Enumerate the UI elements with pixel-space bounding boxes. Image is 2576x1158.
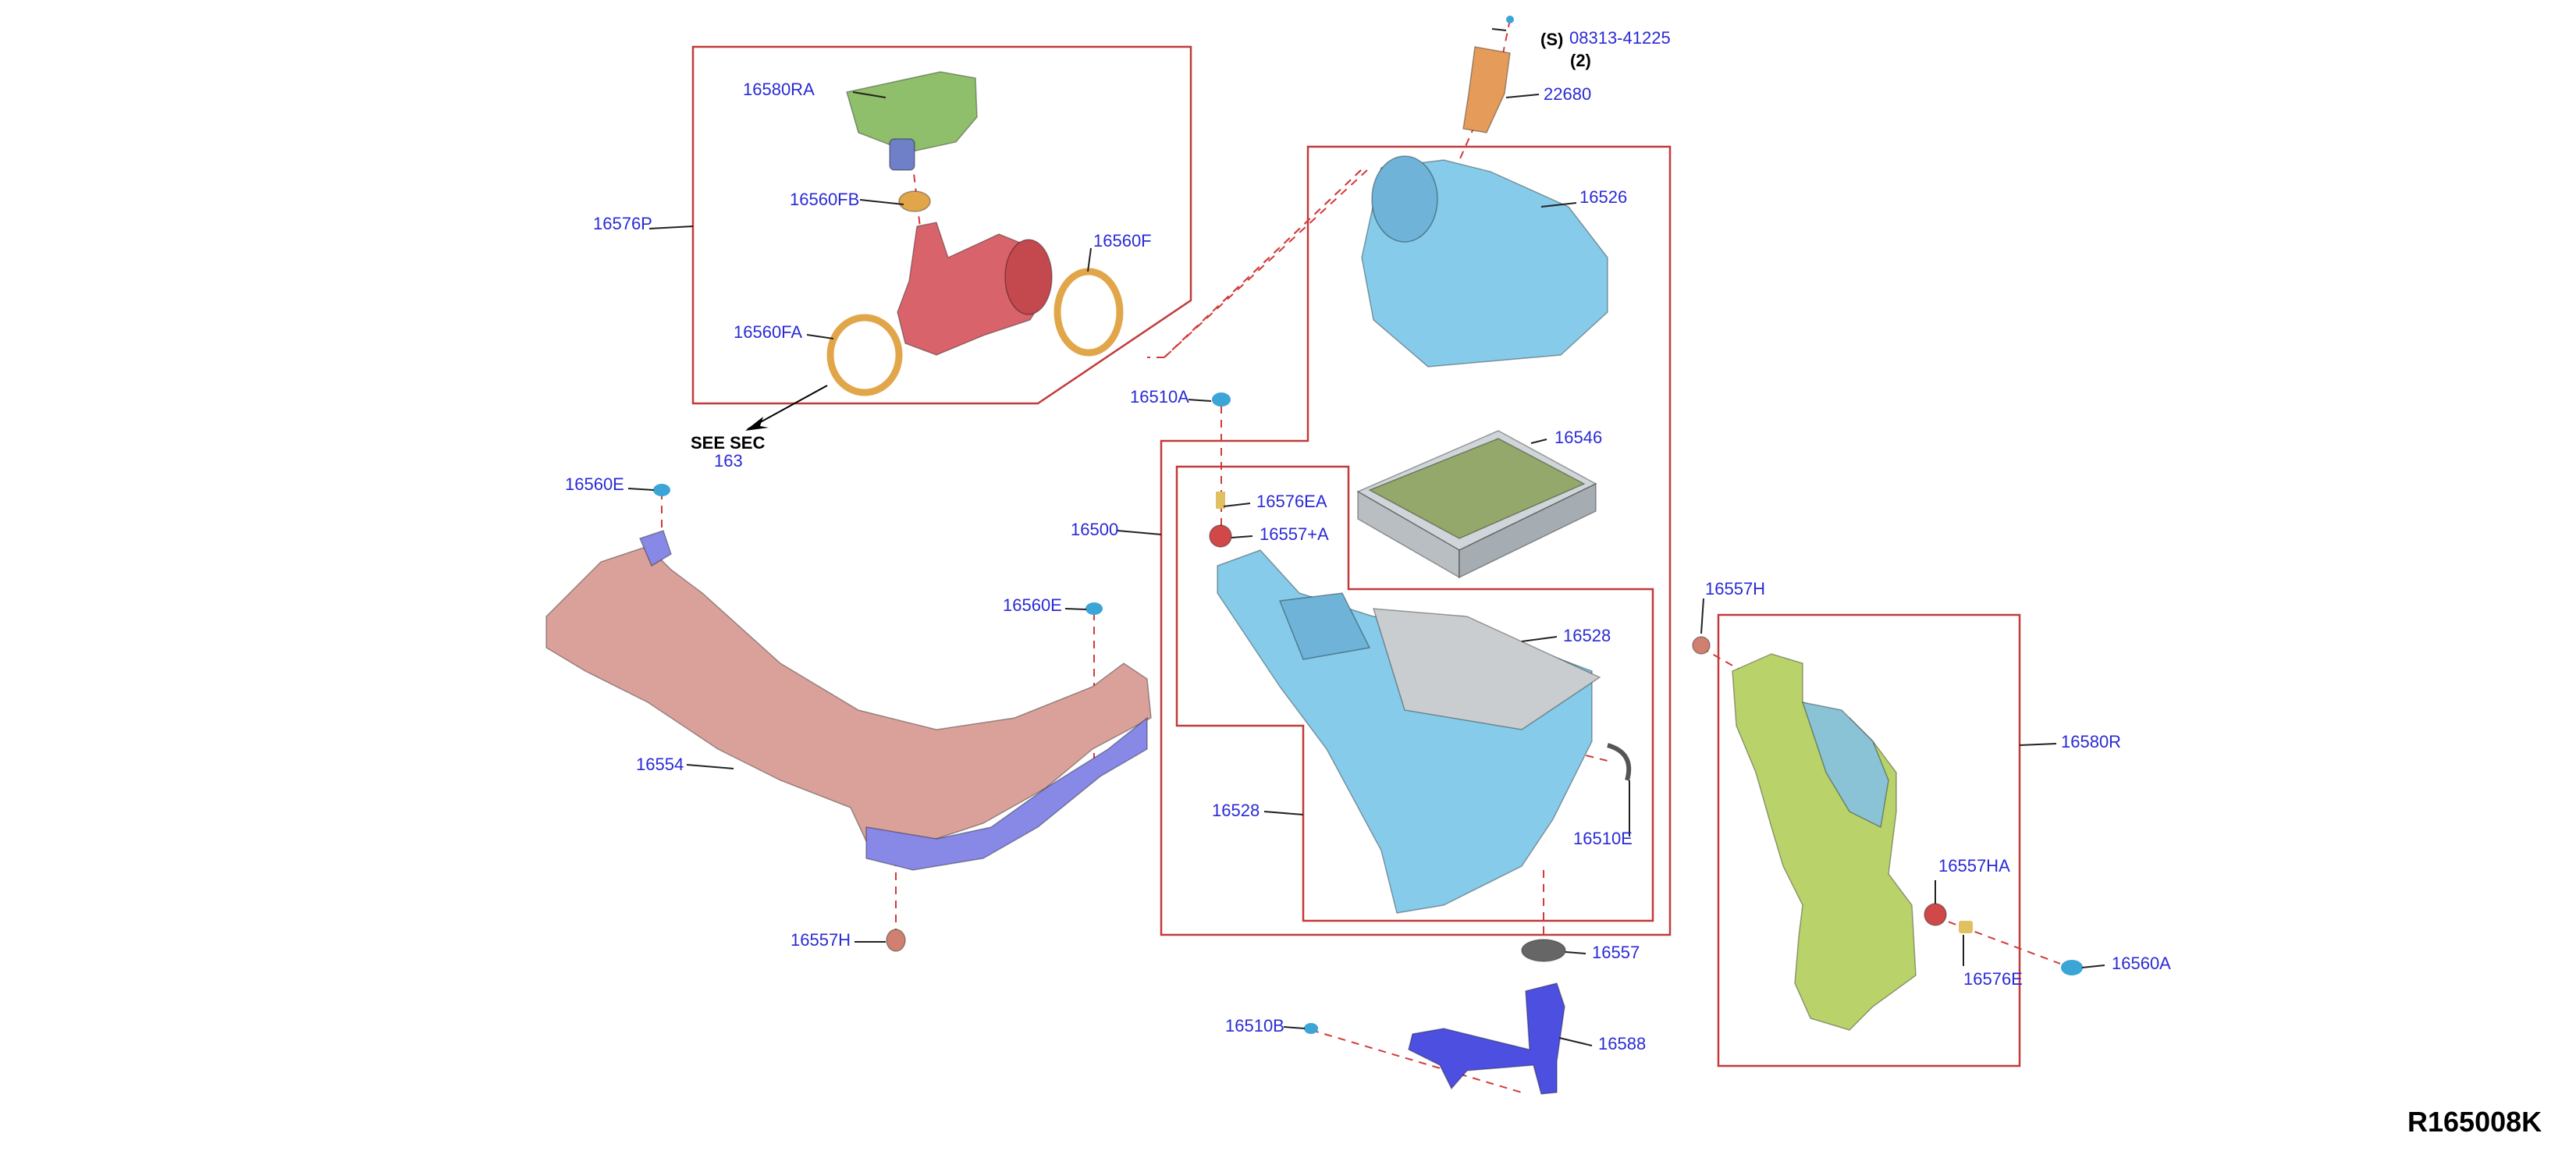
part-16588-bracket[interactable]: [1408, 982, 1565, 1095]
part-16510A-clip[interactable]: [1212, 393, 1231, 407]
part-16560E-clip-mid[interactable]: [1085, 602, 1103, 615]
label-08313-41225[interactable]: 08313-41225: [1569, 28, 1671, 48]
part-16528-lower-housing[interactable]: [1217, 549, 1601, 914]
screw-icon: [1506, 16, 1514, 23]
part-16576E-spacer[interactable]: [1959, 921, 1973, 933]
part-16546-filter[interactable]: [1356, 430, 1597, 579]
label-22680[interactable]: 22680: [1544, 84, 1591, 104]
diagram-id: R165008K: [2407, 1106, 2542, 1138]
label-16560E-mid[interactable]: 16560E: [1003, 595, 1062, 615]
frame-16580R-group: [1717, 613, 2021, 1067]
label-16510E[interactable]: 16510E: [1573, 829, 1633, 848]
label-16557HA[interactable]: 16557HA: [1938, 856, 2010, 876]
part-16557H-grommet-bottom[interactable]: [886, 929, 906, 952]
part-16557H-grommet-right[interactable]: [1692, 636, 1711, 655]
part-16557A-grommet[interactable]: [1209, 524, 1232, 548]
label-s-prefix: (S): [1540, 30, 1563, 49]
see-sec-label[interactable]: SEE SEC: [691, 433, 765, 453]
label-16510B[interactable]: 16510B: [1225, 1016, 1284, 1035]
label-16560A[interactable]: 16560A: [2112, 954, 2171, 973]
part-16526-upper-housing[interactable]: [1361, 155, 1608, 368]
see-sec-number[interactable]: 163: [714, 451, 743, 471]
label-16560E-left[interactable]: 16560E: [565, 474, 624, 494]
frame-16500-outer: [1160, 145, 1672, 936]
part-16510B-clip[interactable]: [1304, 1023, 1318, 1034]
part-intake-duct[interactable]: [897, 222, 1053, 356]
label-16588[interactable]: 16588: [1598, 1034, 1646, 1053]
label-quantity-2: (2): [1570, 51, 1591, 70]
part-16560FB-clip[interactable]: [898, 190, 931, 212]
label-16557H-bottom[interactable]: 16557H: [791, 930, 851, 950]
part-16557HA-grommet[interactable]: [1924, 903, 1947, 926]
label-16576P[interactable]: 16576P: [593, 214, 652, 233]
label-16500[interactable]: 16500: [1071, 520, 1118, 539]
part-22680-sensor[interactable]: [1462, 16, 1514, 133]
label-16560FB[interactable]: 16560FB: [790, 190, 859, 209]
part-16576EA-bolt[interactable]: [1216, 492, 1225, 509]
see-section-arrow: [745, 385, 828, 431]
label-16526[interactable]: 16526: [1579, 187, 1627, 207]
label-16576E[interactable]: 16576E: [1963, 969, 2023, 989]
frame-16500-inner: [1175, 465, 1654, 922]
label-16580R[interactable]: 16580R: [2061, 732, 2121, 751]
part-16554-air-duct[interactable]: [545, 530, 1152, 871]
label-16580RA[interactable]: 16580RA: [743, 80, 815, 99]
part-16557-grommet[interactable]: [1521, 939, 1566, 962]
label-16557[interactable]: 16557: [1592, 943, 1640, 962]
part-16510E-clip[interactable]: [1607, 743, 1632, 781]
callout-labels: 16580RA 16560FB 16576P 16560F 16560FA (S…: [565, 28, 2171, 1053]
part-16580RA-resonator[interactable]: [846, 71, 978, 171]
frame-16576P-group: [691, 45, 1192, 405]
part-16560A-clip[interactable]: [2061, 960, 2083, 975]
label-16560FA[interactable]: 16560FA: [734, 322, 802, 342]
label-16528-top[interactable]: 16528: [1563, 626, 1611, 645]
part-16560F-clamp[interactable]: [1053, 268, 1124, 357]
label-16560F[interactable]: 16560F: [1093, 231, 1152, 250]
leader-lines: [627, 28, 2105, 1046]
part-16560E-clip-left[interactable]: [653, 484, 670, 496]
label-16557A[interactable]: 16557+A: [1260, 524, 1329, 544]
label-16510A[interactable]: 16510A: [1130, 387, 1189, 407]
part-16580R-resonator[interactable]: [1732, 653, 1917, 1031]
label-16576EA[interactable]: 16576EA: [1256, 492, 1327, 511]
label-16557H-right[interactable]: 16557H: [1705, 579, 1765, 599]
label-16554[interactable]: 16554: [636, 755, 684, 774]
label-16546[interactable]: 16546: [1554, 428, 1602, 447]
label-16528-bottom[interactable]: 16528: [1212, 801, 1260, 820]
part-16560FA-clamp[interactable]: [826, 314, 903, 396]
